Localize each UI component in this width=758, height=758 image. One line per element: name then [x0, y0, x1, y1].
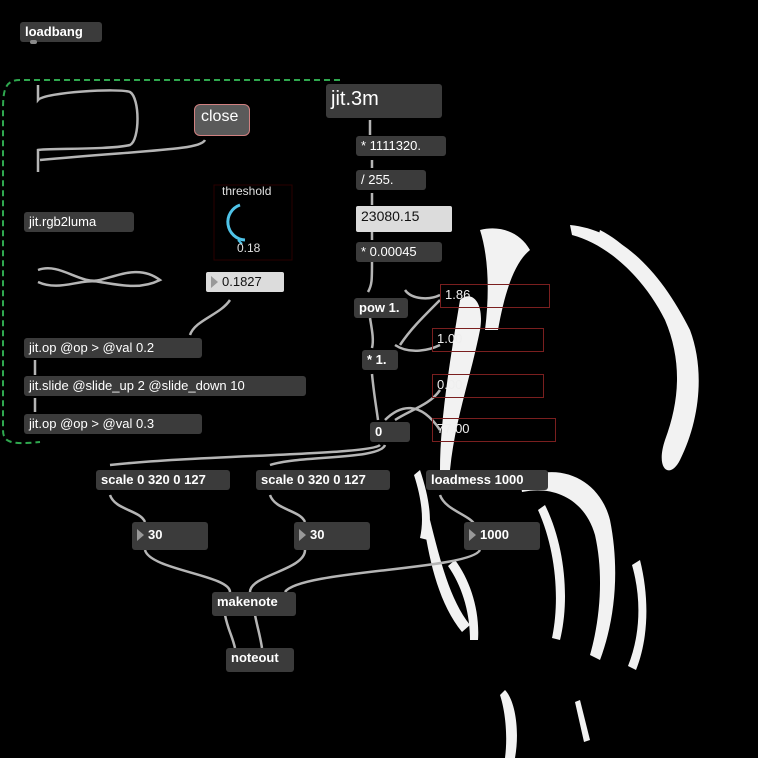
dashed-patchcord	[1, 79, 340, 445]
number-triangle-icon	[299, 529, 306, 541]
rgb2luma-label: jit.rgb2luma	[29, 214, 97, 229]
param-offset-value: 0.00	[437, 377, 463, 392]
loadmess-label: loadmess 1000	[431, 472, 524, 487]
threshold-label: threshold	[222, 184, 272, 198]
threshold-number-value: 0.1827	[222, 274, 262, 289]
number-box-1[interactable]: 30	[132, 522, 208, 550]
param-pow-box[interactable]: 1.86	[440, 284, 550, 308]
mult-000045-label: * 0.00045	[361, 244, 417, 259]
jit-3m-object[interactable]: jit.3m	[326, 84, 442, 118]
div-255-object[interactable]: / 255.	[356, 170, 426, 190]
value-display-box[interactable]: 23080.15	[356, 206, 452, 232]
noteout-label: noteout	[231, 650, 279, 665]
number-box-3[interactable]: 1000	[464, 522, 540, 550]
mult-1111320-label: * 1111320.	[361, 138, 421, 153]
value-display-number: 23080.15	[361, 208, 420, 224]
param-mult-value: 1.00	[437, 331, 463, 346]
close-button[interactable]: close	[194, 104, 250, 136]
mult-1111320-object[interactable]: * 1111320.	[356, 136, 446, 156]
noteout-object[interactable]: noteout	[226, 648, 294, 672]
loadmess-object[interactable]: loadmess 1000	[426, 470, 548, 490]
jit-slide-object[interactable]: jit.slide @slide_up 2 @slide_down 10	[24, 376, 306, 396]
scale-object-1[interactable]: scale 0 320 0 127	[96, 470, 230, 490]
scale-2-label: scale 0 320 0 127	[261, 472, 366, 487]
threshold-number-box[interactable]: 0.1827	[206, 272, 284, 292]
loadbang-object[interactable]: loadbang	[20, 22, 102, 44]
loadbang-label: loadbang	[25, 24, 83, 39]
zero-number-object[interactable]: 0	[370, 422, 410, 442]
jit-op-02-label: jit.op @op > @val 0.2	[29, 340, 155, 355]
jit-op-03-object[interactable]: jit.op @op > @val 0.3	[24, 414, 202, 434]
jit-3m-label: jit.3m	[331, 88, 379, 110]
makenote-label: makenote	[217, 594, 278, 609]
number-box-3-value: 1000	[480, 527, 509, 542]
makenote-object[interactable]: makenote	[212, 592, 296, 616]
param-mult-box[interactable]: 1.00	[432, 328, 544, 352]
mult-1-label: * 1.	[367, 352, 387, 367]
number-triangle-icon	[211, 276, 218, 288]
zero-number-value: 0	[375, 424, 383, 439]
rgb2luma-object[interactable]: jit.rgb2luma	[24, 212, 134, 232]
jit-op-03-label: jit.op @op > @val 0.3	[29, 416, 155, 431]
number-box-2[interactable]: 30	[294, 522, 370, 550]
pow-object[interactable]: pow 1.	[354, 298, 408, 318]
mult-1-object[interactable]: * 1.	[362, 350, 398, 370]
scale-1-label: scale 0 320 0 127	[101, 472, 206, 487]
patchcords	[33, 120, 482, 649]
param-offset-box[interactable]: 0.00	[432, 374, 544, 398]
threshold-dial-value: 0.18	[237, 241, 261, 255]
number-triangle-icon	[469, 529, 476, 541]
param-last-box[interactable]: 77.00	[432, 418, 556, 442]
close-button-label: close	[201, 108, 239, 125]
number-box-1-value: 30	[148, 527, 163, 542]
mult-000045-object[interactable]: * 0.00045	[356, 242, 442, 262]
div-255-label: / 255.	[361, 172, 394, 187]
threshold-dial[interactable]	[213, 184, 293, 261]
jit-op-02-object[interactable]: jit.op @op > @val 0.2	[24, 338, 202, 358]
param-pow-value: 1.86	[445, 287, 471, 302]
bracket-shapes	[36, 85, 163, 288]
number-box-2-value: 30	[310, 527, 325, 542]
jit-slide-label: jit.slide @slide_up 2 @slide_down 10	[29, 378, 245, 393]
scale-object-2[interactable]: scale 0 320 0 127	[256, 470, 390, 490]
pow-label: pow 1.	[359, 300, 400, 315]
number-triangle-icon	[137, 529, 144, 541]
param-last-value: 77.00	[437, 421, 470, 436]
